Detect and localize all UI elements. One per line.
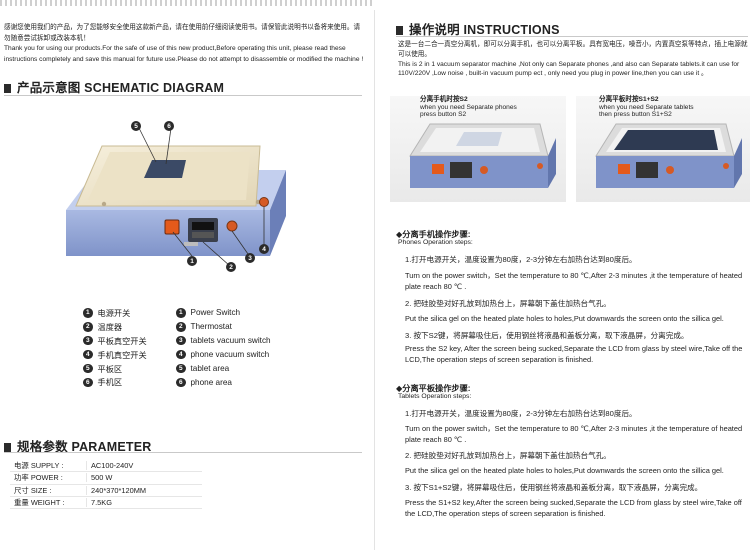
phones-step-3-cn: 3. 按下S2键，将屏幕吸住后，使用钢丝将液晶和盖板分离，取下液晶屏，分离完成。 [405,331,689,340]
numbered-callout-icon: 2 [83,322,93,332]
power-switch [164,219,180,235]
caption-separate-tablets: 分离平板时按S1+S2 when you need Separate table… [599,96,694,119]
tablets-step-3-cn: 3. 按下S1+S2键，将屏幕吸住后，使用钢丝将液晶和盖板分离，取下液晶屏，分离… [405,483,703,492]
tablet-vacuum-switch [226,220,238,232]
numbered-callout-icon: 6 [176,377,186,388]
phone-area [144,160,186,178]
tablets-step-1-cn: 1.打开电源开关，温度设置为80度，2-3分钟左右加热台达到80度后。 [405,409,637,418]
phones-step-2-en: Put the silica gel on the heated plate h… [405,314,724,323]
machine-illustration [66,127,286,267]
phone-vacuum-switch [259,197,269,207]
callout-3-icon: 3 [245,253,255,263]
left-page: 感谢您使用我们的产品，为了您能够安全使用这款新产品，请在使用前仔细阅读使用书。请… [0,0,372,558]
tablets-step-2-en: Put the silica gel on the heated plate h… [405,466,724,475]
callout-4-icon: 4 [259,244,269,254]
numbered-callout-icon: 4 [176,349,186,360]
tablets-step-1-en: Turn on the power switch，Set the tempera… [405,424,743,444]
intro-english: Thank you for using our products.For the… [4,45,364,63]
table-row: 功率 POWER :500 W [10,472,202,485]
parameter-rule [4,452,362,453]
callout-5-icon: 5 [131,121,141,131]
parameter-section-title: 规格参数 PARAMETER [4,436,152,455]
tablets-step-2-cn: 2. 把硅胶垫对好孔放到加热台上，屏幕朝下盖住加热台气孔。 [405,451,611,460]
tablets-step-3-en: Press the S1+S2 key,After the screen bei… [405,498,742,518]
section-marker-icon [4,443,11,452]
callout-6-icon: 6 [164,121,174,131]
phones-steps-subtitle: Phones Operation steps: [398,239,473,246]
table-row: 电源 SUPPLY :AC100-240V [10,460,202,473]
table-row: 尺寸 SIZE :240*370*120MM [10,485,202,497]
phones-step-2-cn: 2. 把硅胶垫对好孔放到加热台上，屏幕朝下盖住加热台气孔。 [405,299,611,308]
schematic-title-text: 产品示意图 SCHEMATIC DIAGRAM [17,81,225,95]
machine-photo-tablets [595,123,742,188]
numbered-callout-icon: 6 [83,377,93,388]
section-marker-icon [4,84,11,93]
phones-steps-title: ◆分离手机操作步骤: [396,230,471,239]
tablets-steps-subtitle: Tablets Operation steps: [398,393,472,400]
page-divider [374,10,375,550]
numbered-callout-icon: 5 [83,363,93,374]
schematic-rule [4,95,362,96]
numbered-callout-icon: 3 [83,335,93,346]
tablets-steps-title: ◆分离平板操作步骤: [396,384,471,393]
photo-separate-tablets [576,96,750,202]
parameter-title-text: 规格参数 PARAMETER [17,440,152,454]
numbered-callout-icon: 1 [83,308,93,318]
top-dotted-border [0,0,372,6]
instructions-title-text: 操作说明 INSTRUCTIONS [409,23,560,37]
caption-separate-phones: 分离手机时按S2 when you need Separate phones p… [420,96,517,119]
phones-step-1-cn: 1.打开电源开关，温度设置为80度，2-3分钟左右加热台达到80度后。 [405,255,637,264]
instructions-rule [396,36,748,37]
schematic-section-title: 产品示意图 SCHEMATIC DIAGRAM [4,77,224,96]
instructions-intro: 这是一台二合一真空分离机，即可以分离手机，也可以分离平板。具有宽电压，噪音小，内… [398,40,748,79]
machine-photo-phones [409,123,556,188]
photo-separate-phones [390,96,566,202]
intro-en-text: This is 2 in 1 vacuum separator machine … [398,60,740,78]
numbered-callout-icon: 4 [83,349,93,360]
machine-body-side [270,170,286,256]
numbered-callout-icon: 1 [176,308,186,318]
callout-2-icon: 2 [226,262,236,272]
intro-cn-text: 这是一台二合一真空分离机，即可以分离手机，也可以分离平板。具有宽电压，噪音小，内… [398,41,748,58]
section-marker-icon [396,26,403,35]
phones-step-3-en: Press the S2 key, After the screen being… [405,344,743,364]
intro-chinese: 感谢您使用我们的产品，为了您能够安全使用这款新产品，请在使用前仔细阅读使用书。请… [4,24,361,42]
numbered-callout-icon: 5 [176,363,186,374]
parameter-table: 电源 SUPPLY :AC100-240V 功率 POWER :500 W 尺寸… [10,460,202,510]
table-row: 重量 WEIGHT :7.5KG [10,497,202,510]
numbered-callout-icon: 2 [176,322,186,332]
right-page: 操作说明 INSTRUCTIONS 这是一台二合一真空分离机，即可以分离手机，也… [378,0,750,558]
callout-1-icon: 1 [187,256,197,266]
instructions-section-title: 操作说明 INSTRUCTIONS [396,19,560,38]
phones-step-1-en: Turn on the power switch，Set the tempera… [405,271,743,291]
numbered-callout-icon: 3 [176,335,186,346]
